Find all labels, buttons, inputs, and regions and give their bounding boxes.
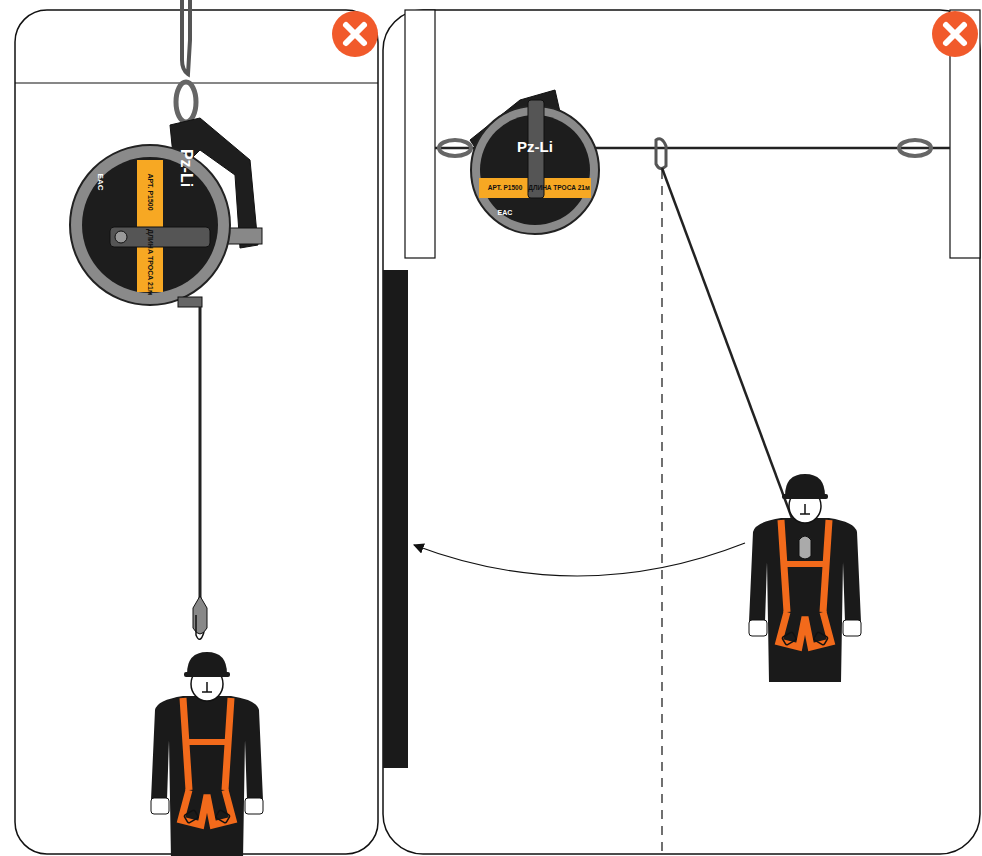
carabiner: [176, 82, 196, 122]
harness-strap: [183, 739, 231, 745]
harness-buckle: [813, 632, 828, 646]
harness-strap: [183, 698, 231, 790]
cable: [199, 307, 202, 598]
ceiling-line: [15, 82, 378, 83]
plumb-line: [661, 170, 662, 856]
brand-name: Pz-Li: [517, 139, 553, 154]
post: [405, 10, 435, 258]
anchor-hook: [182, 0, 190, 74]
harness-carabiner: [799, 536, 811, 559]
cable-outlet: [178, 297, 202, 307]
harness-strap: [781, 561, 829, 567]
worker-helmet-brim: [782, 494, 828, 499]
worker-helmet-brim: [184, 672, 230, 677]
carabiner: [656, 139, 666, 169]
harness-buckle: [184, 810, 199, 824]
harness-buckle: [782, 632, 797, 646]
worker-face-detail: [202, 682, 212, 692]
cable-hook: [193, 596, 207, 634]
wall: [383, 270, 408, 768]
worker-hand: [151, 798, 169, 814]
lanyard: [662, 168, 800, 540]
article-number: АРТ. Р1500: [147, 173, 154, 210]
brand-name: Pz-Li: [178, 149, 194, 187]
cable-hook: [196, 615, 204, 639]
cable-length: ДЛИНА ТРОСА 21м: [528, 185, 589, 192]
device-arm: [110, 227, 210, 247]
swing-arrow: [414, 543, 745, 576]
panel-frame: [383, 10, 980, 854]
device-pivot: [115, 231, 127, 243]
certification-mark: EAC: [96, 174, 104, 191]
prohibited-cross: [346, 25, 364, 43]
certification-mark: EAC: [498, 209, 513, 216]
harness-strap: [779, 612, 831, 647]
harness-buckle: [215, 810, 230, 824]
worker-helmet: [785, 474, 825, 496]
worker-helmet: [187, 652, 227, 674]
cable-length: ДЛИНА ТРОСА 21м: [147, 229, 154, 295]
carabiner: [439, 140, 471, 156]
harness-strap: [181, 790, 233, 825]
worker-hand: [749, 620, 767, 636]
device-housing: [70, 145, 230, 305]
prohibited-badge: [932, 11, 978, 57]
worker-body: [749, 518, 861, 682]
prohibited-badge: [332, 11, 378, 57]
worker-face-detail: [800, 504, 810, 514]
prohibited-cross: [946, 25, 964, 43]
worker: [151, 652, 263, 856]
worker-body: [151, 696, 263, 856]
worker-hand: [245, 798, 263, 814]
worker-hand: [843, 620, 861, 636]
article-number: АРТ. Р1500: [488, 185, 523, 192]
carabiner: [899, 140, 931, 156]
harness-strap: [781, 520, 829, 612]
worker: [749, 474, 861, 682]
